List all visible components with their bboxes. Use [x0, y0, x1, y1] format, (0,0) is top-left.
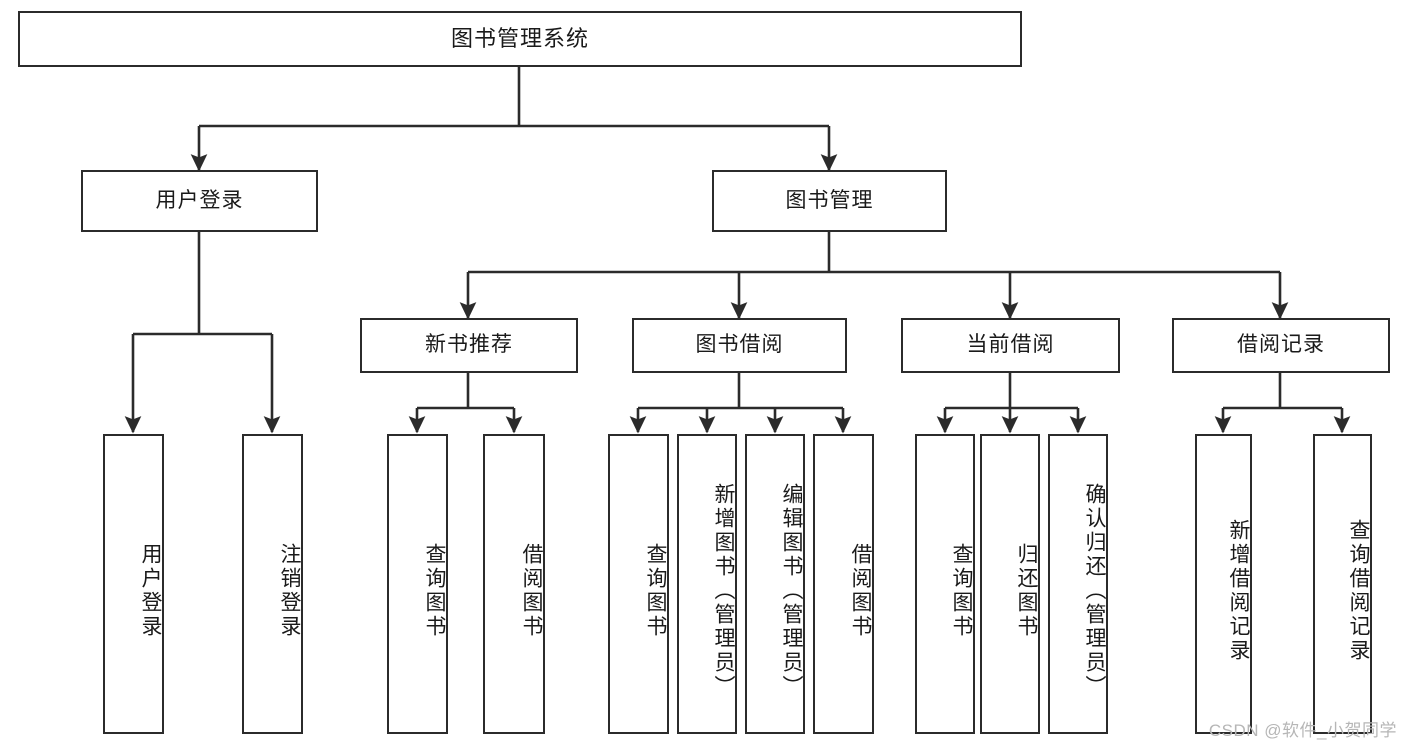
node-leaf-edit-book[interactable]: 编辑图书（管理员）: [745, 434, 805, 734]
edge-userlogin-to-leaves: [124, 232, 281, 434]
node-book-borrow[interactable]: 图书借阅: [632, 318, 847, 373]
node-new-book-recommend-label: 新书推荐: [425, 333, 513, 357]
node-leaf-query-book-3-label: 查询图书: [950, 543, 973, 639]
node-leaf-query-book-1[interactable]: 查询图书: [387, 434, 448, 734]
node-leaf-logout[interactable]: 注销登录: [242, 434, 303, 734]
node-leaf-confirm-return-label: 确认归还（管理员）: [1083, 483, 1106, 699]
node-leaf-user-login-label: 用户登录: [139, 543, 162, 639]
node-leaf-edit-book-label: 编辑图书（管理员）: [780, 483, 803, 699]
node-leaf-query-book-3[interactable]: 查询图书: [915, 434, 975, 734]
edge-bookborrow-to-leaves: [629, 373, 852, 434]
node-new-book-recommend[interactable]: 新书推荐: [360, 318, 578, 373]
node-leaf-confirm-return[interactable]: 确认归还（管理员）: [1048, 434, 1108, 734]
node-borrow-record-label: 借阅记录: [1237, 333, 1325, 357]
node-borrow-record[interactable]: 借阅记录: [1172, 318, 1390, 373]
node-leaf-query-book-2-label: 查询图书: [644, 543, 667, 639]
node-leaf-query-book-2[interactable]: 查询图书: [608, 434, 669, 734]
node-leaf-query-record[interactable]: 查询借阅记录: [1313, 434, 1372, 734]
node-root[interactable]: 图书管理系统: [18, 11, 1022, 67]
node-book-management-label: 图书管理: [785, 188, 874, 212]
node-root-label: 图书管理系统: [450, 26, 589, 52]
node-leaf-borrow-book-1[interactable]: 借阅图书: [483, 434, 545, 734]
node-leaf-query-book-1-label: 查询图书: [423, 543, 446, 639]
node-leaf-query-record-label: 查询借阅记录: [1347, 519, 1370, 663]
node-current-borrow-label: 当前借阅: [966, 333, 1055, 357]
node-leaf-borrow-book-2[interactable]: 借阅图书: [813, 434, 874, 734]
node-user-login-label: 用户登录: [155, 188, 244, 212]
edge-bookmgmt-to-level2: [459, 232, 1289, 320]
node-leaf-add-book-label: 新增图书（管理员）: [712, 483, 735, 699]
node-leaf-user-login[interactable]: 用户登录: [103, 434, 164, 734]
node-current-borrow[interactable]: 当前借阅: [901, 318, 1120, 373]
edge-borrowrecord-to-leaves: [1214, 373, 1351, 434]
node-leaf-return-book-label: 归还图书: [1015, 543, 1038, 639]
node-leaf-logout-label: 注销登录: [278, 543, 301, 639]
node-leaf-add-record[interactable]: 新增借阅记录: [1195, 434, 1252, 734]
node-leaf-add-book[interactable]: 新增图书（管理员）: [677, 434, 737, 734]
watermark: CSDN @软件_小贺同学: [1208, 721, 1397, 740]
edge-newbook-to-leaves: [408, 373, 523, 434]
node-leaf-return-book[interactable]: 归还图书: [980, 434, 1040, 734]
node-book-management[interactable]: 图书管理: [712, 170, 947, 232]
node-leaf-add-record-label: 新增借阅记录: [1227, 519, 1250, 663]
node-leaf-borrow-book-2-label: 借阅图书: [849, 543, 872, 639]
node-book-borrow-label: 图书借阅: [695, 333, 784, 357]
edge-root-to-level1: [190, 67, 838, 172]
node-leaf-borrow-book-1-label: 借阅图书: [520, 543, 543, 639]
node-user-login[interactable]: 用户登录: [81, 170, 318, 232]
edge-currentborrow-to-leaves: [936, 373, 1087, 434]
